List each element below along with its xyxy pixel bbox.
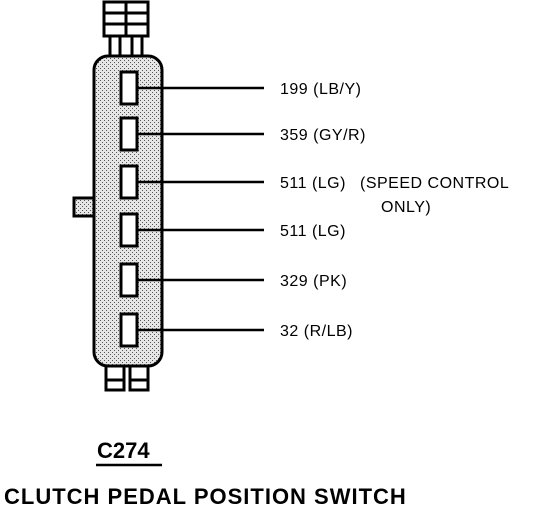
terminal-slots [119, 70, 139, 348]
terminal-slot-1 [119, 70, 139, 106]
terminal-slot-3 [119, 164, 139, 200]
pin-label-1: 199 (LB/Y) [280, 81, 361, 98]
pin-note-line2-3: ONLY) [381, 199, 431, 216]
diagram-title: CLUTCH PEDAL POSITION SWITCH [4, 484, 407, 509]
leader-lines [137, 86, 264, 332]
terminal-slot-4 [119, 212, 139, 248]
terminal-slot-6 [119, 312, 139, 348]
pin-label-4: 511 (LG) [280, 223, 346, 240]
pin-label-5: 329 (PK) [280, 273, 347, 290]
pin-note-3: (SPEED CONTROL [360, 175, 509, 192]
terminal-slot-2 [119, 116, 139, 152]
top-wire-stubs [102, 0, 150, 60]
pin-labels: 199 (LB/Y) 359 (GY/R) 511 (LG) (SPEED CONTR… [280, 81, 509, 340]
connector-id: C274 [97, 438, 150, 463]
pin-label-2: 359 (GY/R) [280, 127, 366, 144]
pin-label-6: 32 (R/LB) [280, 323, 353, 340]
terminal-slot-5 [119, 262, 139, 298]
pin-label-3: 511 (LG) [280, 175, 346, 192]
